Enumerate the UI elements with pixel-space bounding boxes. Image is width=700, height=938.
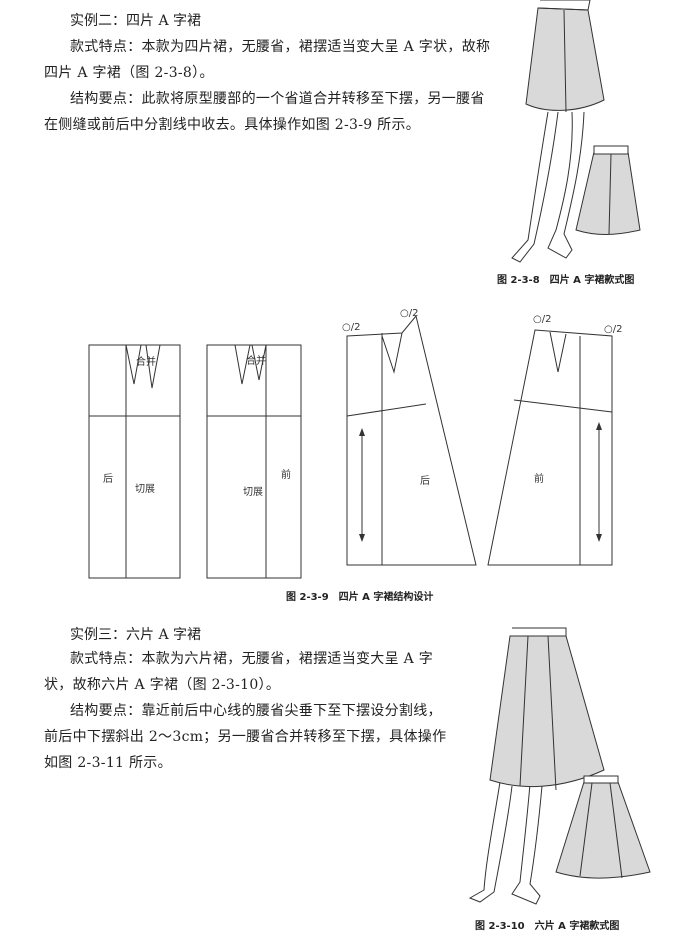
front-base-pattern: 合并 前 切展 <box>206 344 302 579</box>
cut-label: 切展 <box>243 486 263 498</box>
figure-2-3-8-caption: 图 2-3-8 四片 A 字裙款式图 <box>497 275 635 286</box>
mark-label: ○/2 <box>342 322 360 333</box>
cut-label: 切展 <box>135 483 155 495</box>
example3-title: 实例三：六片 A 字裙 <box>70 627 202 643</box>
figure-2-3-9-caption: 图 2-3-9 四片 A 字裙结构设计 <box>286 592 434 603</box>
example2-structure-paragraph: 结构要点：此款将原型腰部的一个省道合并转移至下摆，另一腰省在侧缝或前后中分割线中… <box>44 91 485 133</box>
merge-label: 合并 <box>246 354 266 367</box>
mark-label: ○/2 <box>533 314 551 325</box>
example2-style-paragraph: 款式特点：本款为四片裙，无腰省，裙摆适当变大呈 A 字状，故称四片 A 字裙（图… <box>44 39 491 81</box>
example2-title: 实例二：四片 A 字裙 <box>70 13 202 29</box>
example3-structure-paragraph: 结构要点：靠近前后中心线的腰省尖垂下至下摆设分割线，前后中下摆斜出 2～3cm；… <box>44 703 447 771</box>
back-developed-pattern: 后 ○/2 ○/2 <box>342 308 477 566</box>
front-label: 前 <box>534 472 544 485</box>
back-base-pattern: 合并 后 切展 <box>88 344 181 579</box>
figure-2-3-10-caption: 图 2-3-10 六片 A 字裙款式图 <box>475 921 620 932</box>
merge-label: 合并 <box>136 355 156 368</box>
front-label: 前 <box>281 468 291 481</box>
mark-label: ○/2 <box>604 324 622 335</box>
example3-style-paragraph: 款式特点：本款为六片裙，无腰省，裙摆适当变大呈 A 字状，故称六片 A 字裙（图… <box>44 651 434 693</box>
back-label: 后 <box>420 475 430 487</box>
back-label: 后 <box>103 473 113 485</box>
front-developed-pattern: 前 ○/2 ○/2 <box>487 314 622 566</box>
mark-label: ○/2 <box>400 308 418 319</box>
